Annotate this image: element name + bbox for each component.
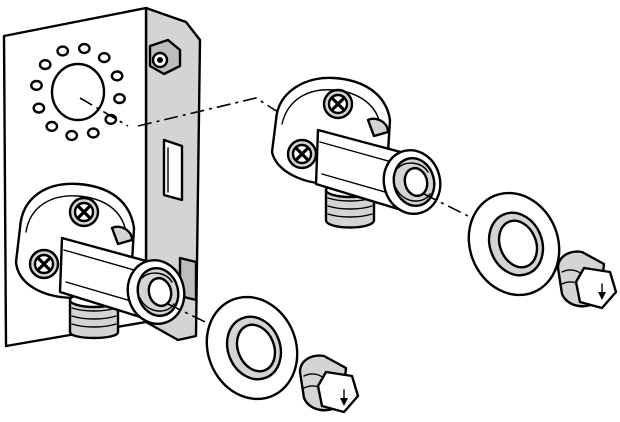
knockout-hole-ring xyxy=(30,42,126,142)
down-arrow xyxy=(340,398,348,406)
bracket-slot xyxy=(162,138,184,202)
mounting-screw-3 xyxy=(322,88,354,120)
fitting-outlet-face xyxy=(126,259,186,325)
knockout-hole xyxy=(56,45,70,57)
knockout-hole xyxy=(77,42,91,55)
mounting-screw-4 xyxy=(286,138,318,170)
knockout-hole xyxy=(30,79,43,92)
down-arrow xyxy=(598,292,606,300)
knockout-hole xyxy=(97,51,111,64)
flange-nut xyxy=(148,38,182,76)
mounting-screw-1 xyxy=(68,196,100,228)
sealing-washer-lower xyxy=(205,295,299,401)
knockout-center-hole xyxy=(50,62,106,122)
mounting-screw-2 xyxy=(28,248,60,280)
sealing-washer-upper xyxy=(467,191,561,297)
fitting-outlet-face xyxy=(382,149,442,215)
knockout-hole xyxy=(65,129,79,142)
plug-cap-hex-head xyxy=(316,370,360,414)
elbow-fitting-upper xyxy=(270,76,442,229)
plug-cap-hex-head xyxy=(574,266,618,310)
plug-cap-upper xyxy=(556,250,618,310)
plug-cap-lower xyxy=(298,354,360,414)
knockout-hole xyxy=(45,120,59,133)
knockout-hole xyxy=(38,58,52,71)
elbow-fitting-lower xyxy=(14,182,186,340)
knockout-hole xyxy=(113,92,126,105)
knockout-hole xyxy=(32,102,46,114)
knockout-hole xyxy=(86,127,100,139)
knockout-hole xyxy=(110,70,124,82)
